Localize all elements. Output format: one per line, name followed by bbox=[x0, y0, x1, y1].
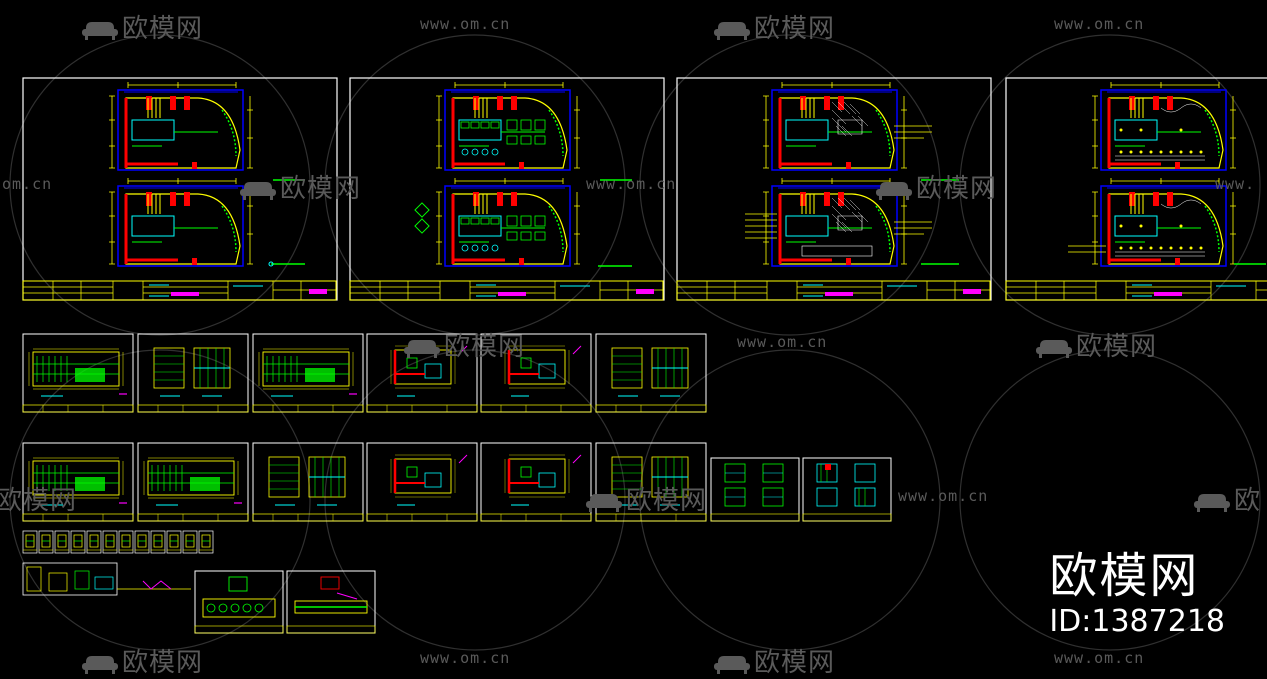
watermark-url: www.om.cn bbox=[586, 175, 677, 193]
watermark-url: www.om.cn bbox=[420, 649, 511, 667]
sofa-logo-icon bbox=[714, 22, 750, 40]
watermark-url: www.om.cn bbox=[898, 487, 989, 505]
sofa-logo-icon bbox=[1036, 340, 1072, 358]
watermark-logo: 欧模网 bbox=[714, 8, 835, 45]
sheet-detail-grid-2[interactable] bbox=[802, 457, 892, 522]
sheet-ceiling-plan[interactable] bbox=[676, 77, 992, 301]
sofa-logo-icon bbox=[586, 494, 622, 512]
watermark-url: www.om.cn bbox=[420, 15, 511, 33]
sheet-plan-detail-3[interactable] bbox=[595, 333, 707, 413]
watermark-url: www.om.cn bbox=[737, 333, 828, 351]
sheet-section-1[interactable] bbox=[137, 333, 249, 413]
watermark-logo: 欧模网 bbox=[240, 168, 361, 205]
sheet-plan-detail-5[interactable] bbox=[479, 441, 593, 523]
watermark-url-fragment: www. bbox=[1215, 175, 1256, 193]
watermark-logo: 欧模网 bbox=[586, 480, 707, 517]
sheet-furniture-detail-1[interactable] bbox=[194, 570, 284, 634]
watermark-logo: 欧模网 bbox=[876, 168, 997, 205]
watermark-logo: 欧模网 bbox=[82, 8, 203, 45]
watermark-logo: 欧模网 bbox=[1036, 326, 1157, 363]
sheet-elevation-4[interactable] bbox=[137, 442, 249, 522]
sheet-elevation-1[interactable] bbox=[22, 333, 134, 413]
brand-title: 欧模网 bbox=[1049, 548, 1200, 604]
sheet-floor-plan[interactable] bbox=[22, 77, 338, 301]
sheet-furniture-plan[interactable] bbox=[349, 77, 665, 301]
detail-cards-row[interactable] bbox=[22, 530, 214, 554]
sofa-logo-icon bbox=[82, 22, 118, 40]
watermark-logo-fragment: 欧 bbox=[1194, 480, 1261, 517]
sofa-logo-icon bbox=[240, 182, 276, 200]
sofa-logo-icon bbox=[714, 656, 750, 674]
sofa-logo-icon bbox=[876, 182, 912, 200]
sheet-section-2[interactable] bbox=[252, 442, 364, 522]
brand-id-block: 欧模网 ID:1387218 bbox=[1049, 548, 1225, 640]
sheet-detail-grid-1[interactable] bbox=[710, 457, 800, 522]
watermark-logo: 欧模网 bbox=[404, 326, 525, 363]
sheet-lighting-plan[interactable] bbox=[1005, 77, 1267, 301]
watermark-url-fragment: om.cn bbox=[2, 175, 53, 193]
model-id-label: ID:1387218 bbox=[1049, 604, 1225, 639]
sofa-logo-icon bbox=[404, 340, 440, 358]
watermark-url: www.om.cn bbox=[1054, 15, 1145, 33]
sheet-plan-detail-4[interactable] bbox=[365, 441, 479, 523]
watermark-logo: 欧模网 bbox=[82, 642, 203, 679]
sofa-logo-icon bbox=[82, 656, 118, 674]
watermark-circles bbox=[9, 34, 1261, 651]
watermark-logo-fragment: 欧模网 bbox=[0, 486, 78, 516]
sofa-logo-icon bbox=[1194, 494, 1230, 512]
watermark-logo: 欧模网 bbox=[714, 642, 835, 679]
sheet-furniture-detail-2[interactable] bbox=[286, 570, 376, 634]
detail-strip[interactable] bbox=[22, 562, 191, 596]
sheet-elevation-2[interactable] bbox=[252, 333, 364, 413]
watermark-url: www.om.cn bbox=[1054, 649, 1145, 667]
